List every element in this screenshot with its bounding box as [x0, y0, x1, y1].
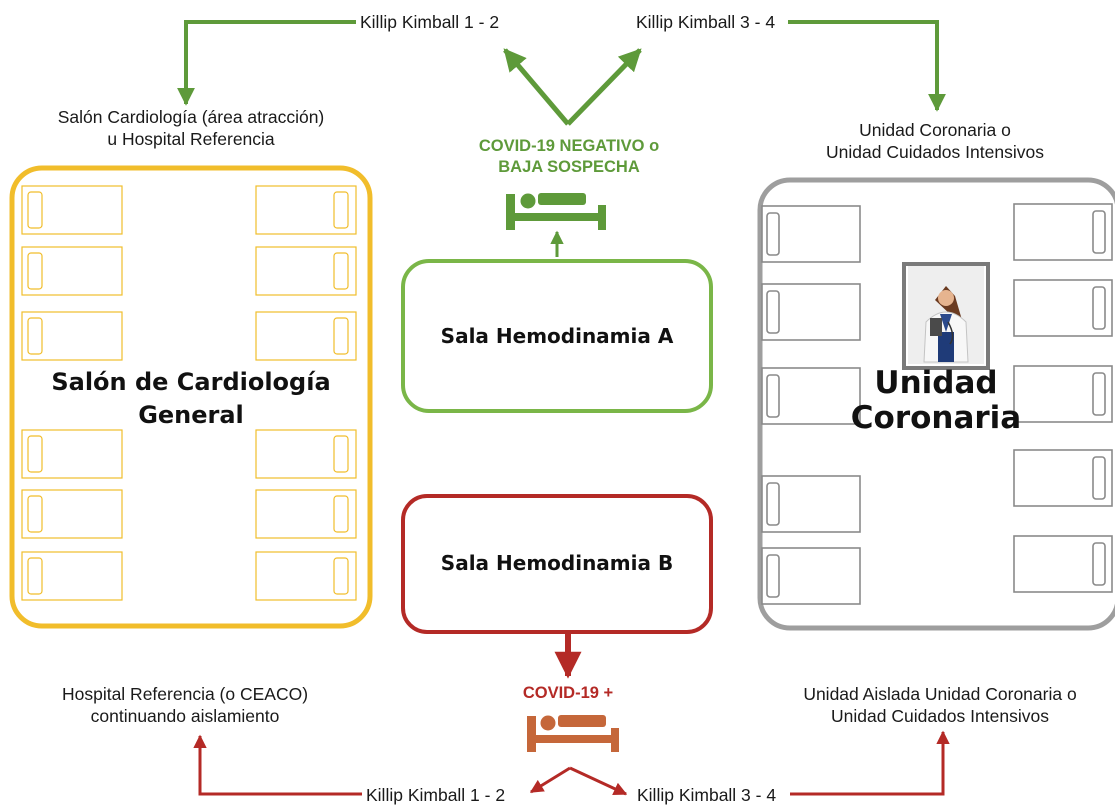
destination-cardiology: Salón Cardiología (área atracción) u Hos…	[57, 107, 325, 149]
arrow-kk34-to-isolated	[790, 730, 950, 796]
arrow-negative-kk12	[503, 48, 570, 126]
cardiology-ward-title: Salón de Cardiología General	[51, 368, 331, 430]
sala-hemodinamia-b-title: Sala Hemodinamia B	[440, 551, 674, 575]
sala-hemodinamia-a-frame	[401, 259, 713, 413]
cardiology-ward	[9, 165, 373, 629]
arrow-positive-kk12	[529, 766, 571, 794]
bed-icon	[527, 715, 619, 752]
doctor-icon	[902, 262, 990, 370]
sala-hemodinamia-b-frame	[401, 494, 713, 634]
coronary-beds	[761, 203, 1113, 605]
flow-label-top-kk34: Killip Kimball 3 - 4	[632, 12, 780, 33]
arrow-kk34-to-coronary	[788, 20, 946, 112]
destination-coronary: Unidad Coronaria o Unidad Cuidados Inten…	[826, 120, 1044, 162]
flow-label-bottom-kk12: Killip Kimball 1 - 2	[362, 785, 510, 806]
flow-label-top-kk12: Killip Kimball 1 - 2	[356, 12, 504, 33]
destination-reference-hospital: Hospital Referencia (o CEACO) continuand…	[61, 684, 309, 726]
arrow-positive-kk34	[569, 766, 628, 796]
flow-label-bottom-kk34: Killip Kimball 3 - 4	[633, 785, 781, 806]
arrow-negative-kk34	[566, 48, 642, 126]
destination-isolated-unit: Unidad Aislada Unidad Coronaria o Unidad…	[803, 684, 1077, 726]
covid-negative-label: COVID-19 NEGATIVO o BAJA SOSPECHA	[478, 137, 660, 177]
coronary-unit-title: Unidad Coronaria	[850, 365, 1022, 436]
coronary-unit	[757, 177, 1115, 631]
arrow-kk12-to-cardiology	[177, 20, 360, 106]
arrow-kk12-to-reference	[193, 734, 362, 796]
cardiology-beds	[21, 185, 357, 601]
sala-hemodinamia-a-title: Sala Hemodinamia A	[440, 324, 674, 348]
covid-positive-label: COVID-19 +	[522, 684, 614, 702]
bed-icon	[506, 193, 606, 230]
